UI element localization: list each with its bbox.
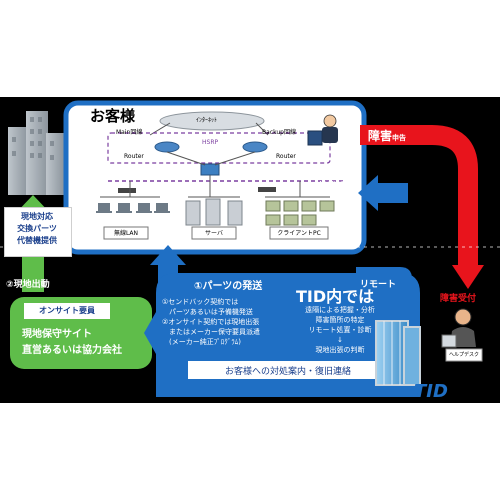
fault-report-main: 障害 [368,129,393,143]
laptop-icons [96,203,170,213]
tid-footer: お客様への対処案内・復旧連絡 [224,367,351,377]
customer-title: お客様 [90,107,136,125]
internet-label: ｲﾝﾀｰﾈｯﾄ [196,117,218,124]
fault-receive-label: 障害受付 [440,294,477,304]
backup-line-label: Backup回線 [262,129,296,136]
router-left-label: Router [124,153,144,160]
parts-shipping-title: ①パーツの発送 [194,281,263,292]
server-label: サーバ [205,230,223,237]
onsite-staff-body: 現地保守サイト 直営あるいは協力会社 [22,329,122,356]
internet-cloud-icon [159,111,265,131]
core-switch-icon [200,163,220,176]
customer-person-icon [307,114,338,146]
diagram-stage: お客様 ｲﾝﾀｰﾈｯﾄ Main回線 Backup回線 HSRP Router … [0,97,500,403]
onsite-staff-title: オンサイト要員 [39,306,95,315]
status-check-label: 状態確認 [318,182,355,192]
customer-building-icon [8,111,64,195]
client-label: クライアントPC [277,230,321,237]
fault-report-arrow [360,125,478,265]
diagram-graphics [0,100,500,397]
client-pc-icons [265,200,335,226]
fault-report-label: 障害申告 [368,125,406,144]
fault-report-suffix: 申告 [392,134,407,142]
tid-building-icon [375,320,421,386]
router-right-label: Router [276,153,296,160]
lan-label: 無線LAN [113,230,139,237]
status-check-arrow [358,175,408,211]
server-icons [185,198,243,226]
tid-items: 遠隔による把握・分析 障害箇所の特定 リモート処置・診断 ↓ 現地出張の判断 [305,306,375,354]
helpdesk-person-icon [441,308,483,362]
helpdesk-label: ヘルプデスク [448,352,479,358]
onsite-dispatch-label: ②現地出動 [6,280,50,290]
main-line-label: Main回線 [116,129,143,136]
router-left-icon [154,141,180,153]
hsrp-box [107,132,331,164]
parts-shipping-lines: ①センドバック契約では パーツあるいは予備機発送 ②オンサイト契約では現地出張 … [162,298,260,346]
remote-tab [356,267,412,297]
tid-title: TID内では [296,287,375,306]
router-right-icon [242,141,268,153]
tid-logo: TID [414,381,448,402]
tid-remote-label: リモート [360,280,397,290]
hsrp-label: HSRP [202,139,219,146]
onsite-support-text: 現地対応 交換パーツ 代替機提供 [17,212,57,245]
onsite-support-box [4,207,72,257]
